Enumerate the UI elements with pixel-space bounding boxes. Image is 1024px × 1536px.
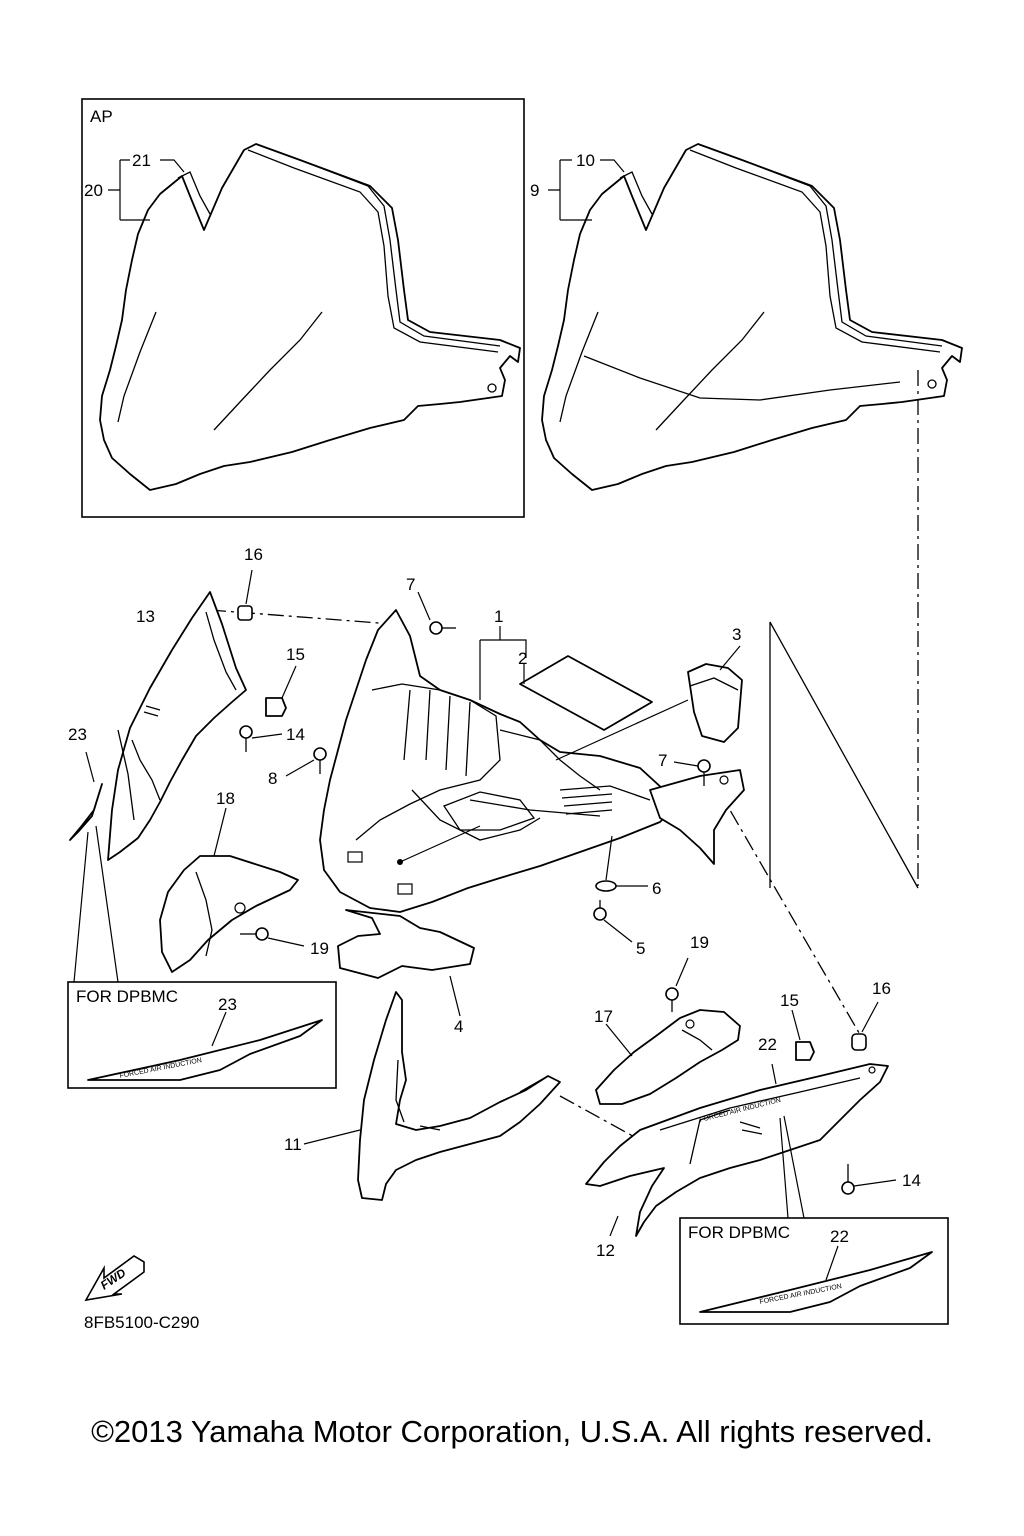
part-23-stripe-left: [69, 783, 103, 841]
callout-9[interactable]: 9: [530, 181, 539, 200]
ap-box: [81, 98, 525, 518]
part-13-side-panel: [107, 591, 247, 861]
fwd-arrow-icon: FWD: [84, 1255, 145, 1302]
dpbmc-box-right: [679, 1217, 949, 1325]
callout-7-top[interactable]: 7: [406, 575, 415, 594]
screw-8: [313, 747, 327, 774]
callout-17[interactable]: 17: [594, 1007, 613, 1026]
callout-19-left[interactable]: 19: [310, 939, 329, 958]
callout-10[interactable]: 10: [576, 151, 595, 170]
part-17-inner-cover: [595, 1009, 741, 1105]
part-18-inner-cover: [159, 855, 299, 973]
callout-14-right[interactable]: 14: [902, 1171, 921, 1190]
part-2-sheet: [519, 655, 653, 731]
callout-5[interactable]: 5: [636, 939, 645, 958]
part-3: [687, 663, 743, 743]
part-12-side-panel: [585, 1063, 889, 1237]
callout-23-left[interactable]: 23: [68, 725, 87, 744]
callout-6[interactable]: 6: [652, 879, 661, 898]
windscreen-standard: [541, 143, 963, 491]
dpbmc-box-left-label: FOR DPBMC: [76, 987, 178, 1006]
callout-3[interactable]: 3: [732, 625, 741, 644]
callout-19-right[interactable]: 19: [690, 933, 709, 952]
dpbmc-box-left: [67, 981, 337, 1089]
screw-14-right: [841, 1164, 855, 1195]
ap-box-label: AP: [90, 107, 113, 126]
part-15-nut-top: [265, 697, 287, 717]
screw-5: [593, 900, 607, 921]
part-4-duct: [337, 909, 475, 979]
stripe-23-decal: [87, 1019, 323, 1081]
part-16-grommet-right: [851, 1033, 867, 1051]
part-11-lower-cowling: [357, 991, 561, 1201]
screw-7-right: [697, 759, 711, 786]
part-15-nut-right: [795, 1041, 815, 1061]
callout-2[interactable]: 2: [518, 649, 527, 668]
upper-cowling: [319, 609, 671, 913]
callout-4[interactable]: 4: [454, 1017, 463, 1036]
callout-23-box[interactable]: 23: [218, 995, 237, 1014]
screw-7-top: [429, 621, 456, 635]
dpbmc-box-right-label: FOR DPBMC: [688, 1223, 790, 1242]
callout-7-right[interactable]: 7: [658, 751, 667, 770]
callout-22-panel[interactable]: 22: [758, 1035, 777, 1054]
callout-1[interactable]: 1: [494, 607, 503, 626]
copyright: ©2013 Yamaha Motor Corporation, U.S.A. A…: [91, 1414, 933, 1449]
part-6-grommet: [595, 880, 617, 892]
callout-16-right[interactable]: 16: [872, 979, 891, 998]
callout-16-top[interactable]: 16: [244, 545, 263, 564]
callout-15-right[interactable]: 15: [780, 991, 799, 1010]
screw-19-left: [240, 927, 269, 941]
callout-12[interactable]: 12: [596, 1241, 615, 1260]
callout-18[interactable]: 18: [216, 789, 235, 808]
callout-21[interactable]: 21: [132, 151, 151, 170]
callout-8[interactable]: 8: [268, 769, 277, 788]
callout-15-top[interactable]: 15: [286, 645, 305, 664]
screw-14-left: [239, 725, 253, 752]
part-16-grommet-top: [237, 605, 253, 621]
stripe-22-decal: [699, 1251, 933, 1313]
callout-13[interactable]: 13: [136, 607, 155, 626]
diagram-code: 8FB5100-C290: [84, 1313, 199, 1332]
callout-14-left[interactable]: 14: [286, 725, 305, 744]
callout-22-box[interactable]: 22: [830, 1227, 849, 1246]
screw-19-right: [665, 987, 679, 1012]
callout-20[interactable]: 20: [84, 181, 103, 200]
callout-11[interactable]: 11: [284, 1135, 302, 1154]
windscreen-ap: [99, 143, 521, 491]
